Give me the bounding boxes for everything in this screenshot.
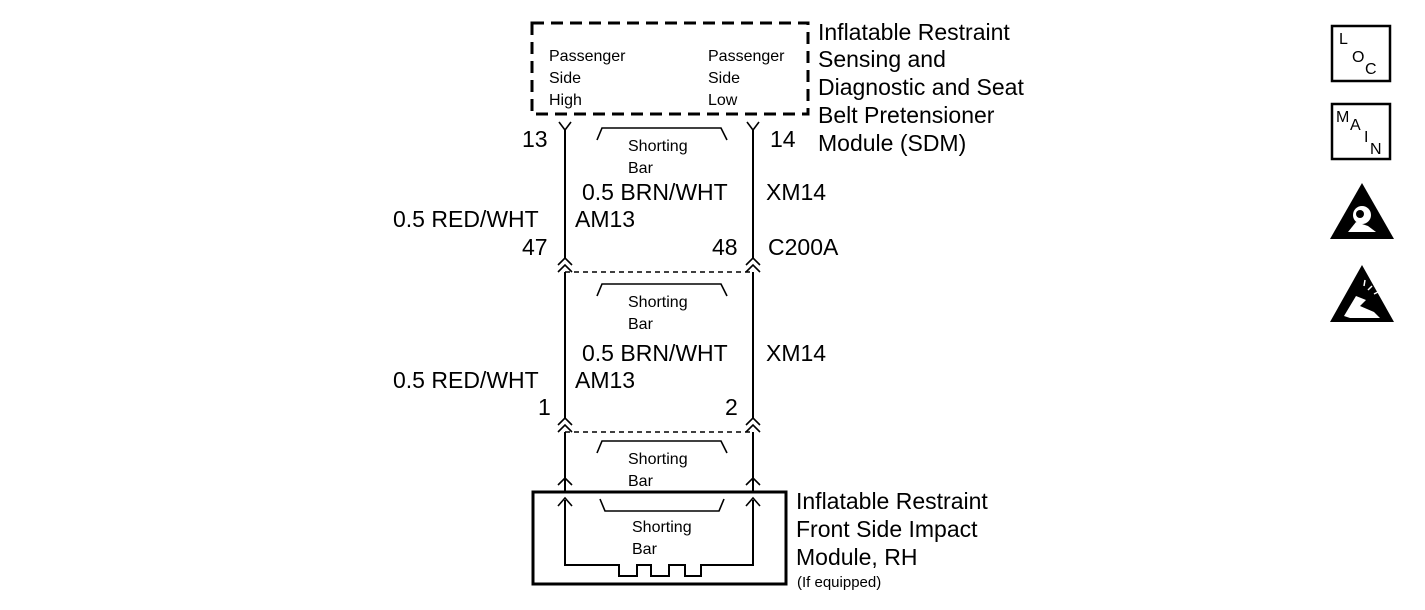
main-letter-n: N <box>1370 141 1382 158</box>
loc-icon[interactable]: L O C <box>1330 24 1392 83</box>
wire-xm14-lower-circuit: XM14 <box>766 340 826 366</box>
connector-pin-1-label: 1 <box>538 394 551 420</box>
connector-pin-2-chevron <box>745 416 761 433</box>
sdm-terminal-low-line3: Low <box>708 92 738 109</box>
shorting-bar-4-line1: Shorting <box>632 519 692 536</box>
main-icon[interactable]: M A I N <box>1330 102 1392 161</box>
shorting-bar-1-line2: Bar <box>628 160 654 177</box>
wire-am13-upper-color: 0.5 RED/WHT <box>393 206 539 232</box>
wire-am13-upper-circuit: AM13 <box>575 206 635 232</box>
shorting-bar-4-line2: Bar <box>632 541 658 558</box>
loc-letter-o: O <box>1352 49 1364 66</box>
wire-xm14-upper-color: 0.5 BRN/WHT <box>582 179 728 205</box>
module-pin-high-chevron <box>557 476 573 486</box>
sdm-title-line2: Sensing and <box>818 46 946 72</box>
sdm-title-line3: Diagnostic and Seat <box>818 74 1024 100</box>
sdm-title-line4: Belt Pretensioner <box>818 102 995 128</box>
main-letter-m: M <box>1336 109 1349 126</box>
sdm-terminal-low-line1: Passenger <box>708 48 785 65</box>
c200a-pin-48-chevron <box>745 256 761 273</box>
esd-warning-icon[interactable] <box>1330 265 1394 322</box>
wire-am13-lower-circuit: AM13 <box>575 367 635 393</box>
shorting-bar-4-symbol <box>599 498 725 512</box>
sdm-pin-13-terminal <box>558 121 572 132</box>
c200a-pin-47-label: 47 <box>522 234 548 260</box>
shorting-bar-2-line2: Bar <box>628 316 654 333</box>
wire-xm14-upper-circuit: XM14 <box>766 179 826 205</box>
c200a-pin-48-label: 48 <box>712 234 738 260</box>
shorting-bar-3-line2: Bar <box>628 473 654 490</box>
sdm-module-outline <box>530 21 810 116</box>
module-title-line3: Module, RH <box>796 544 917 570</box>
sdm-terminal-high-line2: Side <box>549 70 581 87</box>
shorting-bar-2-line1: Shorting <box>628 294 688 311</box>
side-impact-module-outline <box>531 490 788 586</box>
module-note: (If equipped) <box>797 574 881 591</box>
shorting-bar-1-symbol <box>596 127 728 141</box>
connector-pin-1-chevron <box>557 416 573 433</box>
sdm-title-line1: Inflatable Restraint <box>818 19 1010 45</box>
wire-am13-lower-color: 0.5 RED/WHT <box>393 367 539 393</box>
module-pin-low-arrow <box>745 496 761 507</box>
main-letter-i: I <box>1364 129 1368 146</box>
sdm-pin-13-label: 13 <box>522 126 548 152</box>
module-internal-circuit <box>564 500 754 577</box>
shorting-bar-3-symbol <box>596 440 728 454</box>
module-title-line2: Front Side Impact <box>796 516 978 542</box>
shorting-bar-2-symbol <box>596 283 728 297</box>
module-title-line1: Inflatable Restraint <box>796 488 988 514</box>
main-letter-a: A <box>1350 117 1361 134</box>
sdm-title-line5: Module (SDM) <box>818 130 966 156</box>
connector-pin-2-label: 2 <box>725 394 738 420</box>
sdm-pin-14-label: 14 <box>770 126 796 152</box>
shorting-bar-1-line1: Shorting <box>628 138 688 155</box>
sdm-terminal-high-line1: Passenger <box>549 48 626 65</box>
module-pin-low-chevron <box>745 476 761 486</box>
c200a-pin-47-chevron <box>557 256 573 273</box>
wire-xm14-lower-color: 0.5 BRN/WHT <box>582 340 728 366</box>
loc-letter-c: C <box>1365 61 1377 78</box>
module-pin-high-arrow <box>557 496 573 507</box>
airbag-warning-icon[interactable] <box>1330 183 1394 239</box>
c200a-connector-name: C200A <box>768 234 839 260</box>
sdm-terminal-high-line3: High <box>549 92 582 109</box>
sdm-terminal-low-line2: Side <box>708 70 740 87</box>
loc-letter-l: L <box>1339 31 1348 48</box>
shorting-bar-3-line1: Shorting <box>628 451 688 468</box>
sdm-pin-14-terminal <box>746 121 760 132</box>
